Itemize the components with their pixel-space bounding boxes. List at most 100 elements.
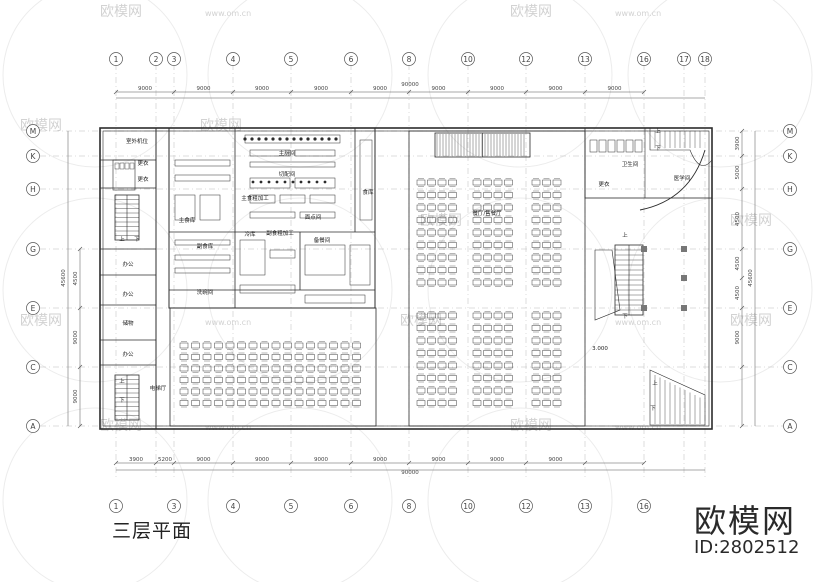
dining-table	[472, 387, 482, 394]
dining-table	[542, 350, 551, 356]
dining-table	[283, 342, 292, 349]
dining-table	[340, 342, 350, 349]
right-dimension-tick	[739, 128, 745, 134]
dining-table	[179, 377, 189, 383]
dining-table	[191, 365, 200, 372]
building-outline	[99, 127, 713, 430]
dining-table	[542, 254, 551, 261]
top-dimension-label: 9000	[197, 86, 211, 92]
dining-table	[493, 400, 503, 406]
dining-table	[294, 354, 304, 360]
structural-column	[681, 305, 687, 311]
dining-table	[437, 350, 447, 356]
left-room-label: 更衣	[137, 159, 149, 167]
axis-bubble-top	[677, 52, 691, 66]
dining-table	[416, 267, 426, 273]
axis-bubble-right	[783, 124, 797, 138]
stove-burner	[264, 137, 268, 141]
dining-left-room	[169, 307, 377, 427]
dining-main-room	[408, 130, 586, 427]
right-room-label: 更衣	[598, 180, 610, 188]
kitchen-equipment	[249, 149, 291, 157]
dining-table	[271, 365, 281, 372]
dining-table	[552, 375, 562, 381]
right-dimension-tick	[739, 305, 745, 311]
dining-table	[483, 387, 492, 394]
dining-table	[472, 254, 482, 261]
axis-bubble-left	[26, 242, 40, 256]
dining-table	[427, 325, 436, 331]
top-dimension-label: 9000	[549, 86, 563, 92]
axis-bubble-top-label: 1	[114, 55, 119, 64]
dining-tables	[179, 178, 562, 408]
left-room-label: 室外机位	[126, 137, 149, 145]
dining-table	[552, 179, 562, 186]
dining-table	[237, 365, 246, 372]
toilet-fixture	[114, 162, 120, 170]
stove-burner	[278, 137, 282, 141]
axis-bubble-bottom	[402, 499, 416, 513]
dining-table	[427, 279, 436, 286]
dining-table	[483, 325, 492, 331]
dining-table	[416, 204, 426, 211]
watermark-circle	[427, 197, 613, 383]
dining-table	[271, 377, 281, 383]
right-dimension-label: 9000	[735, 330, 741, 344]
dining-table	[542, 325, 551, 331]
dining-table	[483, 179, 492, 186]
kitchen-room-label: 备餐间	[314, 236, 331, 244]
dining-table	[427, 387, 436, 394]
kitchen-equipment	[299, 211, 336, 219]
dining-table	[260, 354, 269, 360]
dining-table	[552, 204, 562, 211]
dining-table	[542, 375, 551, 381]
right-room-label: 卫生间	[622, 160, 639, 168]
dining-table	[542, 204, 551, 211]
dining-table	[504, 325, 513, 331]
dining-table	[448, 242, 457, 248]
axis-bubble-right-label: E	[788, 304, 793, 313]
stove-burner	[313, 137, 317, 141]
dining-table	[271, 354, 281, 360]
dining-table	[483, 229, 492, 236]
dining-table	[306, 365, 315, 372]
dining-table	[179, 342, 189, 349]
dining-table	[179, 388, 189, 395]
watermark-url: www.om.cn	[615, 423, 661, 432]
dining-table	[493, 350, 503, 356]
dining-table	[317, 342, 327, 349]
axis-bubble-bottom	[109, 499, 123, 513]
kitchen-room-label: 洗碗间	[197, 288, 214, 296]
right-dimension-label: 4500	[735, 286, 741, 300]
bottom-dimension-tick	[523, 460, 529, 466]
dining-table	[493, 204, 503, 211]
dining-table	[437, 217, 447, 223]
axis-bubble-top	[284, 52, 298, 66]
axis-bubble-left-label: H	[30, 185, 36, 194]
dining-table	[448, 217, 457, 223]
dining-table	[504, 204, 513, 211]
dining-table	[179, 400, 189, 406]
dining-table	[352, 400, 361, 406]
axis-bubble-top-label: 12	[521, 55, 531, 64]
right-dimension-tick	[739, 186, 745, 192]
dining-table	[248, 400, 258, 406]
dining-table	[237, 377, 246, 383]
dining-table	[437, 267, 447, 273]
dining-table	[317, 377, 327, 383]
watermark-logo: 欧模网	[200, 118, 242, 134]
dining-table	[472, 179, 482, 186]
stove-burner	[299, 137, 303, 141]
dining-table	[329, 400, 338, 406]
watermark-logo: 欧模网	[730, 313, 772, 329]
toilet-stall	[589, 139, 598, 153]
dining-table	[225, 342, 235, 349]
kitchen-equipment	[199, 194, 221, 221]
dining-table	[542, 337, 551, 344]
level-mark: 3.000	[592, 346, 608, 352]
kitchen-equipment	[309, 194, 336, 204]
dining-table	[531, 179, 541, 186]
dining-table	[340, 354, 350, 360]
left-dimension-label: 9000	[73, 330, 79, 344]
dining-table	[493, 279, 503, 286]
